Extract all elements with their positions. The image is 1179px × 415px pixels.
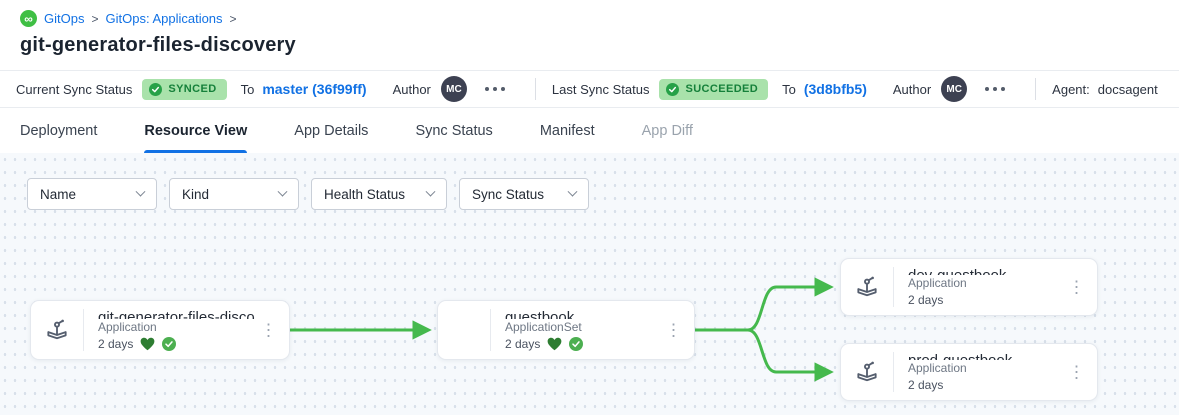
author-avatar[interactable]: MC xyxy=(440,76,467,102)
graph-node-prod-guestbook[interactable]: prod-guestbook Application 2 days ⋮ xyxy=(840,343,1098,401)
tab-bar: Deployment Resource View App Details Syn… xyxy=(0,108,1179,154)
argo-application-icon xyxy=(31,301,83,359)
node-age: 2 days xyxy=(98,337,134,351)
graph-edges xyxy=(288,277,834,382)
succeeded-badge-label: SUCCEEDED xyxy=(685,83,759,95)
node-title: guestbook xyxy=(505,309,575,319)
divider xyxy=(1035,78,1037,100)
node-meta: 2 days xyxy=(908,293,1097,307)
author-label: Author xyxy=(892,81,932,97)
breadcrumb-link-gitops[interactable]: GitOps xyxy=(44,11,85,26)
graph-node-guestbook[interactable]: guestbook ApplicationSet 2 days ⋮ xyxy=(437,300,695,360)
node-kebab-menu[interactable]: ⋮ xyxy=(665,320,682,340)
gitops-logo-icon: ∞ xyxy=(20,10,37,27)
status-bar: Current Sync Status SYNCED To master (36… xyxy=(0,70,1179,108)
health-heart-icon xyxy=(547,337,562,351)
check-circle-icon xyxy=(666,82,680,96)
check-circle-icon xyxy=(149,82,163,96)
node-title: dev-guestbook xyxy=(908,267,1097,275)
node-kebab-menu[interactable]: ⋮ xyxy=(260,320,277,340)
node-kind: Application xyxy=(908,361,967,375)
tab-app-diff: App Diff xyxy=(641,122,693,139)
divider xyxy=(83,309,84,351)
current-revision-link[interactable]: master (36f99ff) xyxy=(262,81,367,97)
argo-application-icon xyxy=(841,259,893,315)
node-age: 2 days xyxy=(908,293,944,307)
breadcrumb: ∞ GitOps > GitOps: Applications > xyxy=(20,10,1159,27)
divider xyxy=(490,309,491,351)
node-content: dev-guestbook Application 2 days xyxy=(894,259,1097,315)
synced-status-badge: SYNCED xyxy=(142,78,227,100)
to-label: To xyxy=(240,81,255,97)
more-options-button[interactable] xyxy=(481,83,509,95)
tab-resource-view[interactable]: Resource View xyxy=(144,108,247,153)
breadcrumb-link-applications[interactable]: GitOps: Applications xyxy=(105,11,223,26)
argo-application-icon xyxy=(841,344,893,400)
graph-node-git-generator[interactable]: git-generator-files-disco... Application… xyxy=(30,300,290,360)
last-sync-status-label: Last Sync Status xyxy=(551,81,650,97)
more-options-button[interactable] xyxy=(981,83,1009,95)
node-kind: Application xyxy=(98,320,157,334)
node-kind: ApplicationSet xyxy=(505,320,582,334)
author-label: Author xyxy=(392,81,431,97)
chevron-down-icon xyxy=(135,186,146,197)
node-meta: 2 days xyxy=(98,337,289,351)
node-content: prod-guestbook Application 2 days xyxy=(894,344,1097,400)
divider xyxy=(534,78,536,100)
breadcrumb-separator: > xyxy=(91,11,99,26)
filter-dropdown-sync-status[interactable]: Sync Status xyxy=(459,178,589,210)
current-sync-status-label: Current Sync Status xyxy=(16,81,133,97)
node-meta: 2 days xyxy=(505,337,694,351)
page-title: git-generator-files-discovery xyxy=(20,34,296,56)
to-label: To xyxy=(782,81,796,97)
tab-manifest[interactable]: Manifest xyxy=(539,122,595,139)
tab-deployment[interactable]: Deployment xyxy=(20,122,98,139)
chevron-down-icon xyxy=(425,186,436,197)
last-revision-link[interactable]: (3d8bfb5) xyxy=(803,81,867,97)
sync-check-circle-icon xyxy=(569,337,584,351)
node-content: git-generator-files-disco... Application… xyxy=(84,301,289,359)
node-icon-empty xyxy=(438,301,490,359)
node-kebab-menu[interactable]: ⋮ xyxy=(1068,362,1085,382)
filter-bar: Name Kind Health Status Sync Status xyxy=(27,178,589,210)
agent-value: docsagent xyxy=(1097,81,1158,97)
filter-label: Name xyxy=(40,186,77,202)
filter-dropdown-name[interactable]: Name xyxy=(27,178,157,210)
node-title: prod-guestbook xyxy=(908,352,1097,360)
chevron-down-icon xyxy=(567,186,578,197)
agent-label: Agent: xyxy=(1052,81,1090,97)
chevron-down-icon xyxy=(277,186,288,197)
author-avatar[interactable]: MC xyxy=(941,76,968,102)
node-age: 2 days xyxy=(908,378,944,392)
filter-dropdown-health-status[interactable]: Health Status xyxy=(311,178,447,210)
tab-sync-status[interactable]: Sync Status xyxy=(415,122,493,139)
filter-label: Health Status xyxy=(324,186,406,202)
node-age: 2 days xyxy=(505,337,541,351)
divider xyxy=(893,267,894,307)
page-header: ∞ GitOps > GitOps: Applications > git-ge… xyxy=(0,0,1179,57)
resource-graph-canvas: Name Kind Health Status Sync Status xyxy=(0,153,1179,415)
node-content: guestbook ApplicationSet 2 days xyxy=(491,301,694,359)
filter-label: Kind xyxy=(182,186,210,202)
node-title: git-generator-files-disco... xyxy=(98,309,268,319)
tab-app-details[interactable]: App Details xyxy=(294,122,369,139)
breadcrumb-separator: > xyxy=(229,11,237,26)
filter-dropdown-kind[interactable]: Kind xyxy=(169,178,299,210)
node-kebab-menu[interactable]: ⋮ xyxy=(1068,277,1085,297)
graph-node-dev-guestbook[interactable]: dev-guestbook Application 2 days ⋮ xyxy=(840,258,1098,316)
filter-label: Sync Status xyxy=(472,186,545,202)
node-meta: 2 days xyxy=(908,378,1097,392)
node-kind: Application xyxy=(908,276,967,290)
divider xyxy=(893,352,894,392)
health-heart-icon xyxy=(140,337,155,351)
sync-check-circle-icon xyxy=(162,337,177,351)
succeeded-status-badge: SUCCEEDED xyxy=(659,78,769,100)
synced-badge-label: SYNCED xyxy=(168,83,217,95)
